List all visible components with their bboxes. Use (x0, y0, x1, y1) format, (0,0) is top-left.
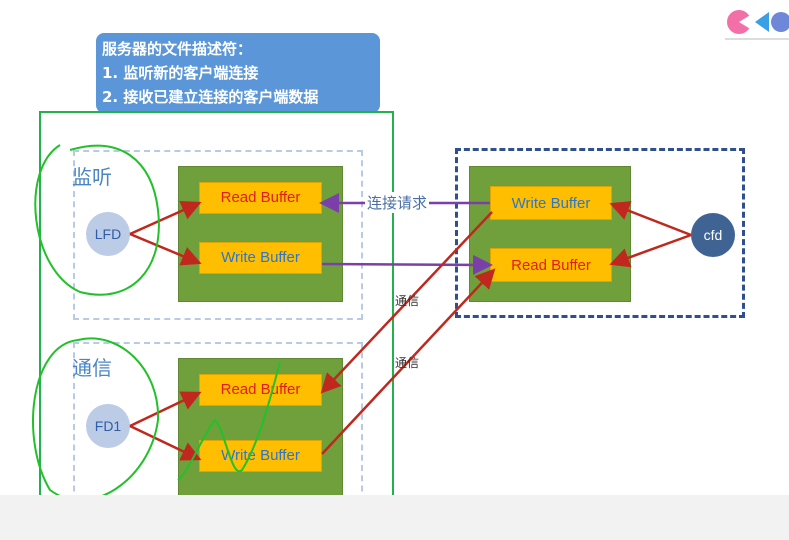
arrow-listen-write-to-client (321, 254, 493, 275)
listen-section (73, 150, 363, 320)
cfd-node: cfd (691, 213, 735, 257)
comm-label-1: 通信 (395, 294, 420, 308)
arrow-fd1-read (129, 391, 202, 428)
arrow-lfd-read (129, 201, 202, 236)
comm-label-2: 通信 (395, 356, 420, 370)
listen-read-buffer: Read Buffer (199, 182, 322, 214)
client-frame (455, 148, 745, 318)
arrow-cfd-read (609, 233, 692, 268)
arrow-lfd-write (129, 232, 202, 266)
listen-label: 监听 (72, 165, 112, 189)
fd1-node: FD1 (86, 404, 130, 448)
listen-write-buffer: Write Buffer (199, 242, 322, 274)
connect-request-label: 连接请求 (365, 192, 430, 213)
arrow-cfd-write (609, 201, 692, 237)
client-read-buffer: Read Buffer (490, 248, 612, 282)
lfd-node: LFD (86, 212, 130, 256)
bottom-bar (0, 495, 789, 540)
arrow-client-to-comm-read (320, 211, 493, 394)
comm-write-buffer: Write Buffer (199, 440, 322, 472)
description-callout: 服务器的文件描述符： 1. 监听新的客户端连接 2. 接收已建立连接的客户端数据 (96, 33, 380, 113)
callout-line-1: 1. 监听新的客户端连接 (102, 64, 259, 82)
comm-read-buffer: Read Buffer (199, 374, 322, 406)
callout-line-2: 2. 接收已建立连接的客户端数据 (102, 88, 319, 106)
client-write-buffer: Write Buffer (490, 186, 612, 220)
arrow-comm-write-to-client (321, 268, 496, 455)
logo-icon (725, 2, 789, 42)
comm-label: 通信 (72, 356, 112, 380)
handwritten-annotation (32, 144, 281, 502)
arrow-fd1-write (129, 424, 202, 461)
callout-title: 服务器的文件描述符： (102, 40, 253, 58)
